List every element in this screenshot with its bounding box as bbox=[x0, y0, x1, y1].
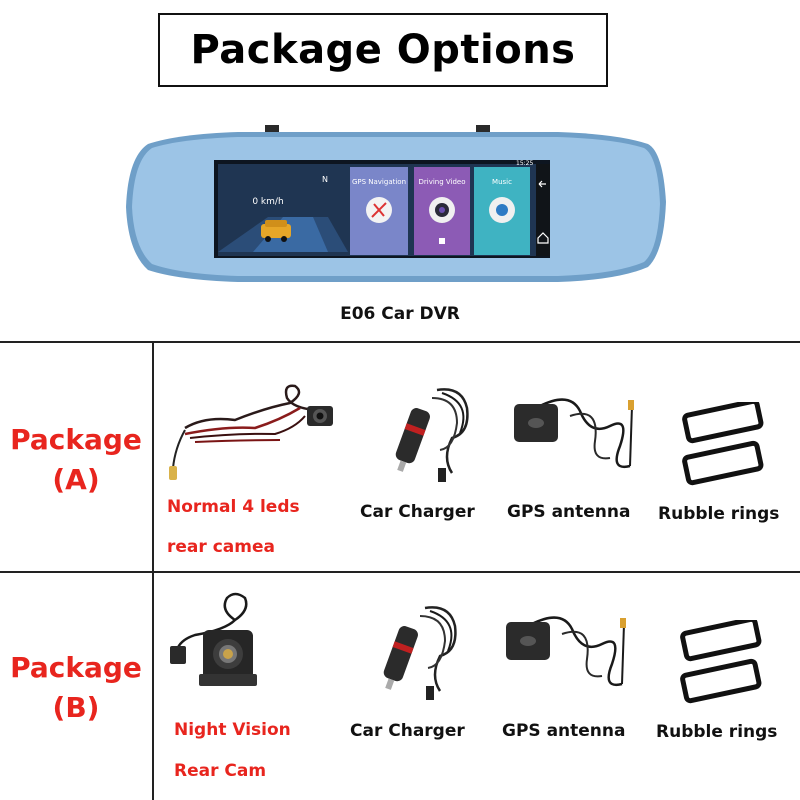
table-column-divider bbox=[152, 343, 154, 800]
package-b-label-line1: Package bbox=[10, 651, 142, 684]
rear-camera-cable-icon bbox=[169, 384, 333, 480]
item-a2-label: Car Charger bbox=[360, 502, 475, 522]
item-a1-label-line2: rear camea bbox=[167, 537, 275, 557]
package-a-label-line1: Package bbox=[10, 423, 142, 456]
screen-speed: 0 km/h bbox=[252, 197, 283, 207]
package-b-label: Package (B) bbox=[0, 648, 152, 728]
page-title: Package Options bbox=[190, 27, 576, 73]
item-a4-label: Rubble rings bbox=[658, 504, 780, 524]
table-top-border bbox=[0, 341, 800, 343]
title-box: Package Options bbox=[158, 13, 608, 87]
table-row-divider bbox=[0, 571, 800, 573]
item-b4-label: Rubble rings bbox=[656, 722, 778, 742]
item-b2-label: Car Charger bbox=[350, 721, 465, 741]
item-b1-label-line2: Rear Cam bbox=[174, 761, 267, 781]
gps-antenna-icon bbox=[506, 616, 626, 687]
car-charger-icon bbox=[395, 388, 469, 482]
rubber-rings-icon bbox=[682, 402, 764, 486]
screen-time: 15:25 bbox=[516, 160, 533, 167]
item-a3-label: GPS antenna bbox=[507, 502, 631, 522]
screen-compass: N bbox=[322, 175, 328, 184]
rubber-rings-icon bbox=[680, 620, 762, 704]
package-a-label: Package (A) bbox=[0, 420, 152, 500]
item-a1-label-line1: Normal 4 leds bbox=[167, 497, 300, 517]
app-gps-navigation: GPS Navigation bbox=[352, 178, 406, 186]
car-dvr-mirror-image: 0 km/h N GPS Navigation Driving Video Mu… bbox=[126, 125, 666, 282]
gps-antenna-icon bbox=[514, 398, 634, 469]
car-charger-icon bbox=[383, 606, 457, 700]
app-music: Music bbox=[492, 178, 512, 186]
item-b1-label-line1: Night Vision bbox=[174, 720, 291, 740]
package-b-label-line2: (B) bbox=[52, 691, 100, 724]
item-b3-label: GPS antenna bbox=[502, 721, 626, 741]
package-a-label-line2: (A) bbox=[52, 463, 100, 496]
app-driving-video: Driving Video bbox=[418, 178, 465, 186]
night-vision-camera-icon bbox=[170, 592, 257, 686]
product-caption: E06 Car DVR bbox=[340, 304, 460, 324]
